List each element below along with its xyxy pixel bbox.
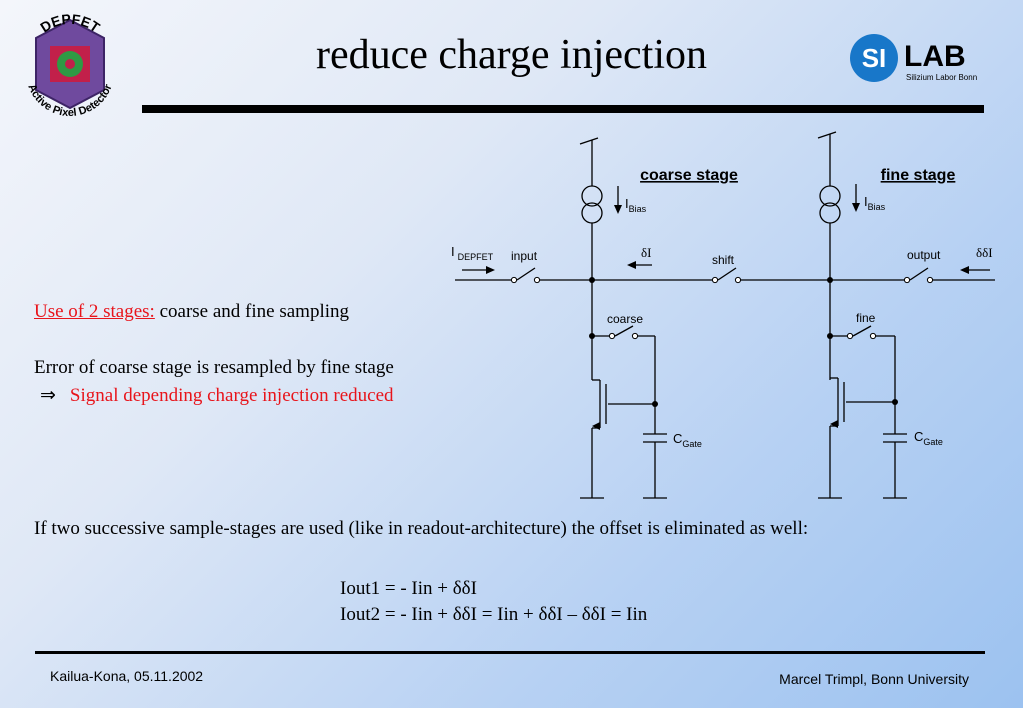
fine-stage-label: fine stage <box>881 167 956 184</box>
ibias-label-coarse: IBias <box>625 196 647 214</box>
fine-switch-label: fine <box>856 311 876 325</box>
bottom-rule <box>35 651 985 654</box>
node-fine-switch <box>827 333 833 339</box>
equation-2: Iout2 = - Iin + δδI = Iin + δδI – δδI = … <box>340 604 648 625</box>
signal-line: ⇒ Signal depending charge injection reduc… <box>34 382 504 410</box>
top-rule <box>142 105 984 113</box>
signal-text: Signal depending charge injection reduce… <box>69 385 394 406</box>
left-text-block: Use of 2 stages: coarse and fine samplin… <box>34 298 504 410</box>
ibias-label-fine: IBias <box>864 194 886 212</box>
delta-i-arrow <box>627 261 636 269</box>
node-coarse-switch <box>589 333 595 339</box>
idepfet-arrow <box>486 266 495 274</box>
input-label: input <box>511 249 538 263</box>
coarse-transistor-arrow <box>592 422 600 430</box>
node-coarse-bus <box>589 277 595 283</box>
ibias-arrow-fine <box>852 203 860 212</box>
footer-author: Marcel Trimpl, Bonn University <box>779 671 969 687</box>
implies-arrow: ⇒ <box>40 385 56 406</box>
silab-circle <box>850 34 898 82</box>
stages-line: Use of 2 stages: coarse and fine samplin… <box>34 298 504 326</box>
offset-paragraph: If two successive sample-stages are used… <box>34 518 809 539</box>
delta-delta-i-arrow <box>960 266 969 274</box>
ibias-arrow-coarse <box>614 205 622 214</box>
error-line: Error of coarse stage is resampled by fi… <box>34 357 394 378</box>
node-fine-gate <box>892 399 898 405</box>
silab-sub-text: Silizium Labor Bonn <box>906 73 977 82</box>
equation-1: Iout1 = - Iin + δδI <box>340 578 477 599</box>
shift-label: shift <box>712 253 735 267</box>
cgate-label-coarse: CGate <box>673 431 702 449</box>
coarse-switch-label: coarse <box>607 312 643 326</box>
output-label: output <box>907 248 941 262</box>
node-fine-bus <box>827 277 833 283</box>
silab-si-text: SI <box>862 43 887 73</box>
fine-transistor-arrow <box>830 420 838 428</box>
page-title: reduce charge injection <box>315 32 708 78</box>
delta-delta-i-label: δδI <box>976 245 993 260</box>
stages-rest: coarse and fine sampling <box>154 301 349 322</box>
coarse-stage-label: coarse stage <box>640 167 738 184</box>
silab-lab-text: LAB <box>904 40 966 73</box>
delta-i-label: δI <box>641 245 651 260</box>
stages-label: Use of 2 stages: <box>34 301 155 322</box>
depfet-logo: DEPFET Active Pixel Detector <box>25 11 114 119</box>
cgate-label-fine: CGate <box>914 429 943 447</box>
center-dot <box>65 59 75 69</box>
node-coarse-gate <box>652 401 658 407</box>
footer-location-date: Kailua-Kona, 05.11.2002 <box>50 668 204 684</box>
equations: Iout1 = - Iin + δδI Iout2 = - Iin + δδI … <box>340 576 647 628</box>
silab-logo: SI LAB Silizium Labor Bonn <box>850 34 977 82</box>
